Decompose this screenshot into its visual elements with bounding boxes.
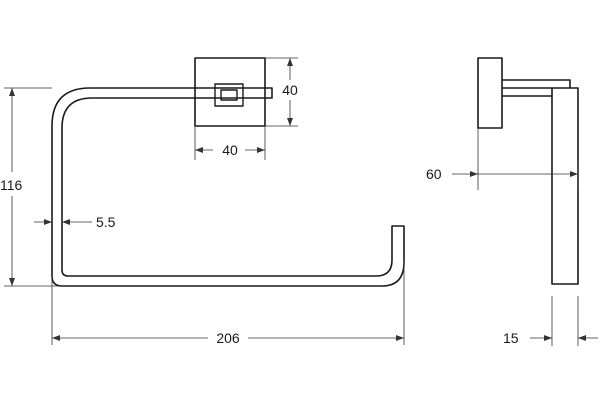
front-view: 40 40 116 5.5 206 (0, 57, 405, 346)
dim-height-label: 116 (0, 177, 23, 193)
dim-width-label: 206 (216, 330, 240, 346)
dim-height-arrow-top (9, 88, 15, 96)
wall-flange (194, 57, 266, 127)
dim-depth-arrow-right (578, 335, 586, 341)
dim-depth-label: 15 (503, 330, 519, 346)
side-arm (502, 79, 571, 97)
dim-flange-height-label: 40 (282, 82, 298, 98)
dim-flange-width-label: 40 (222, 142, 238, 158)
side-view: 60 15 (426, 57, 598, 346)
dim-projection-arrow-right (570, 171, 578, 177)
dim-flange-width-arrow-right (257, 147, 265, 153)
dim-projection-arrow-left (470, 171, 478, 177)
dim-flange-height-arrow-bottom (287, 118, 293, 126)
flange-clamp-inner (220, 89, 238, 101)
dim-flange-height-arrow-top (287, 58, 293, 66)
dim-rod-label: 5.5 (96, 214, 116, 230)
side-hanging-bar (551, 87, 579, 285)
dim-width-arrow-left (52, 335, 60, 341)
dim-width-arrow-right (396, 335, 404, 341)
flange-clamp (214, 83, 244, 107)
dim-projection-label: 60 (426, 166, 442, 182)
dim-rod-arrow-left (44, 219, 52, 225)
dim-flange-width-arrow-left (195, 147, 203, 153)
dim-depth-arrow-left (544, 335, 552, 341)
dim-height-arrow-bottom (9, 278, 15, 286)
ring-outer-outline (51, 87, 405, 287)
side-flange (477, 57, 503, 129)
dim-rod-arrow-right (62, 219, 70, 225)
